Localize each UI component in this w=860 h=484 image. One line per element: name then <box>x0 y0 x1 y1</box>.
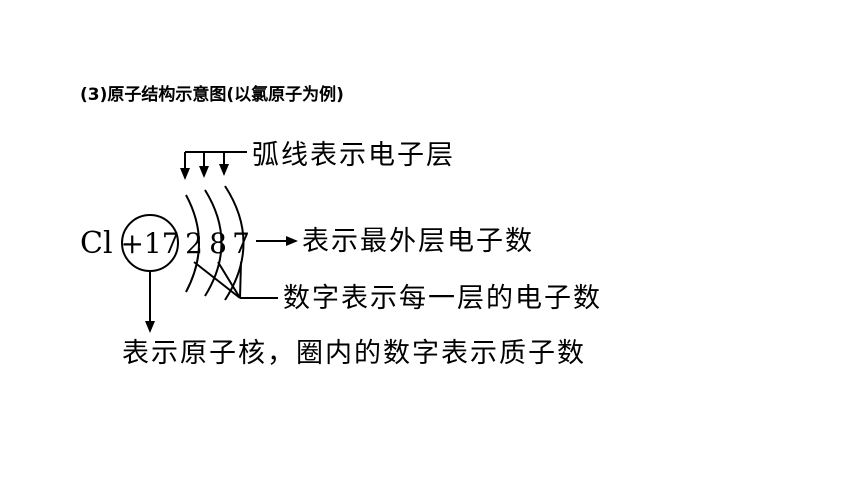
shell-arc-3 <box>224 185 245 301</box>
shell-count-2: 8 <box>209 227 227 260</box>
section-heading: (3)原子结构示意图(以氯原子为例) <box>80 85 344 105</box>
count-pointer-1 <box>193 261 241 299</box>
label-nucleus: 表示原子核，圈内的数字表示质子数 <box>122 338 586 369</box>
element-symbol: Cl <box>80 226 113 261</box>
shell-arc-1 <box>185 194 200 293</box>
shell-arc-2 <box>204 189 223 297</box>
nucleus-circle <box>121 214 179 272</box>
count-pointer-2 <box>217 261 241 299</box>
count-pointer-3 <box>239 261 242 299</box>
nucleus-charge: +17 <box>120 227 179 260</box>
shell-count-1: 2 <box>185 227 203 260</box>
label-per-shell: 数字表示每一层的电子数 <box>283 283 602 314</box>
shell-count-3: 7 <box>232 227 250 260</box>
label-arc: 弧线表示电子层 <box>252 140 455 171</box>
label-outer: 表示最外层电子数 <box>302 226 534 257</box>
